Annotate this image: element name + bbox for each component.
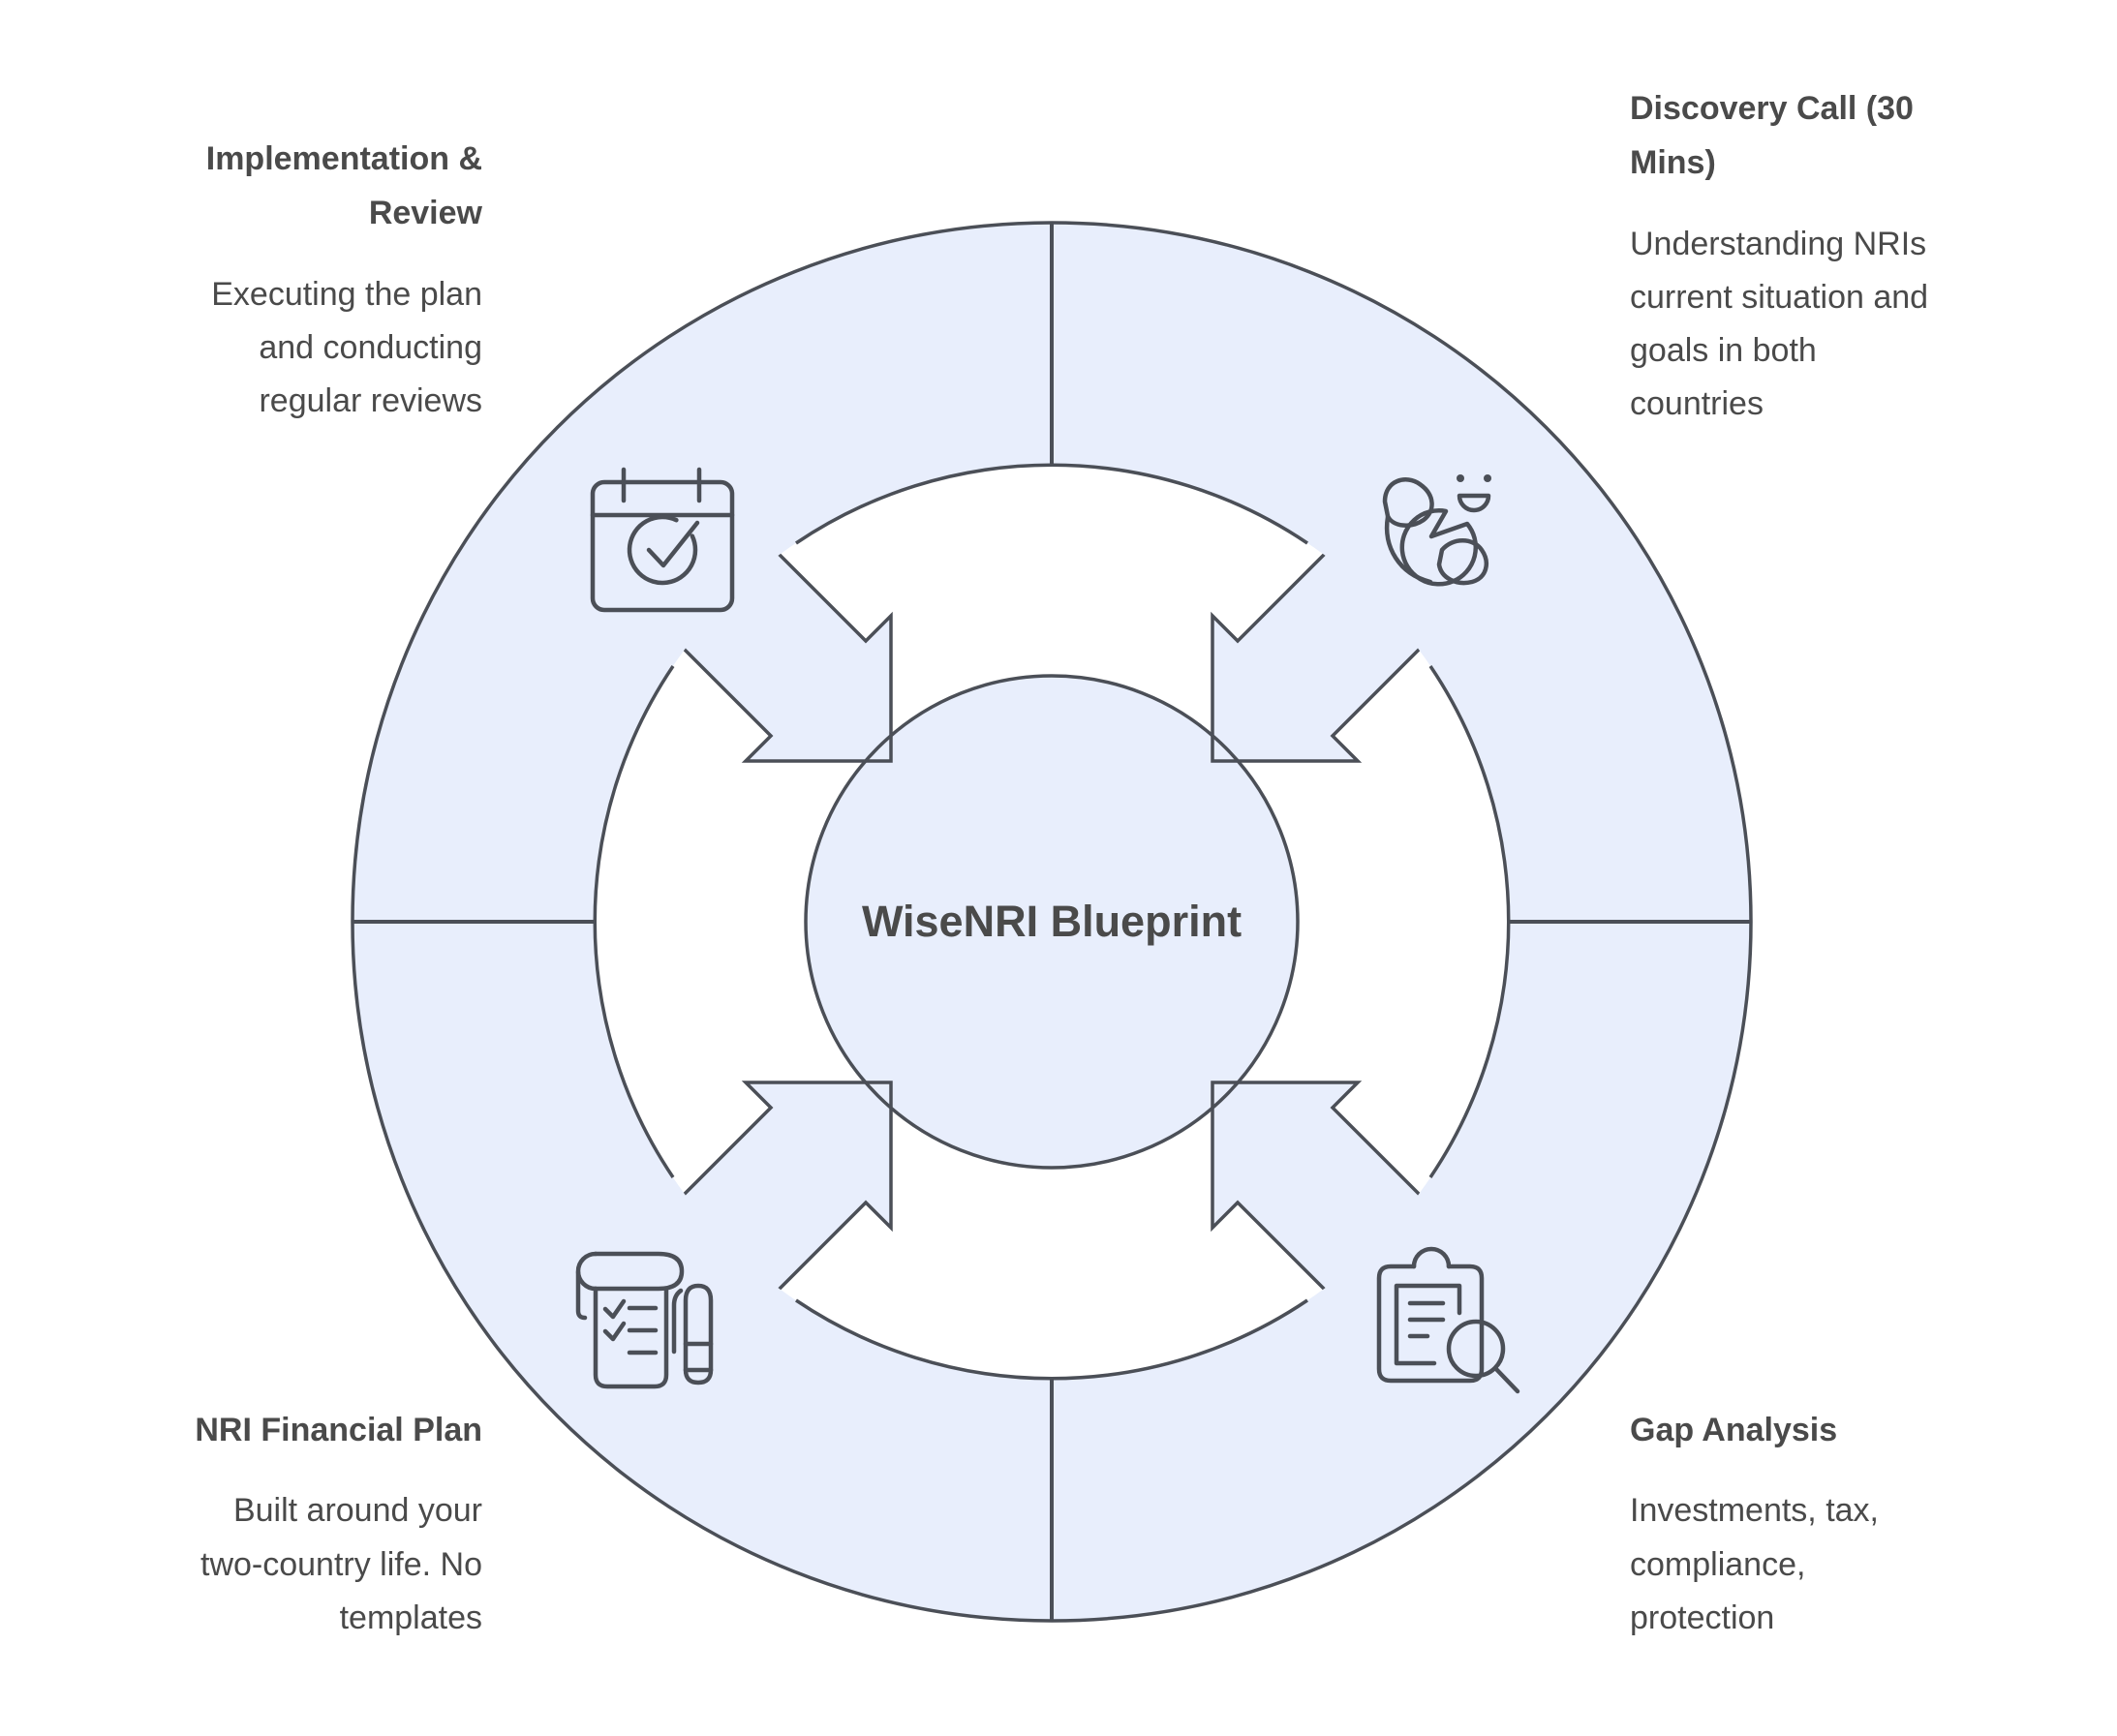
band-arc-top bbox=[795, 463, 1308, 545]
outer-ring bbox=[353, 223, 1751, 1621]
step-label-nri-financial-plan: NRI Financial Plan Built around your two… bbox=[95, 1403, 482, 1645]
step-label-implementation-review: Implementation & Review Executing the pl… bbox=[95, 132, 482, 428]
step-title: Implementation & Review bbox=[205, 140, 482, 232]
step-label-gap-analysis: Gap Analysis Investments, tax, complianc… bbox=[1630, 1403, 2046, 1645]
step-label-discovery-call: Discovery Call (30 Mins) Understanding N… bbox=[1630, 81, 2056, 431]
clipboard-search-icon bbox=[1376, 1246, 1520, 1394]
step-description: Understanding NRIs current situation and… bbox=[1630, 225, 1929, 423]
phone-chat-icon bbox=[1382, 474, 1491, 587]
step-description: Executing the plan and conducting regula… bbox=[211, 275, 482, 420]
step-description: Built around your two-country life. No t… bbox=[200, 1492, 482, 1636]
center-circle-outline bbox=[804, 674, 1300, 1170]
center-label: WiseNRI Blueprint bbox=[861, 897, 1243, 946]
step-title: NRI Financial Plan bbox=[195, 1412, 482, 1448]
band-arc-left bbox=[593, 665, 675, 1178]
step-title: Gap Analysis bbox=[1630, 1412, 1838, 1448]
step-title: Discovery Call (30 Mins) bbox=[1630, 90, 1914, 182]
step-description: Investments, tax, compliance, protection bbox=[1630, 1492, 1879, 1636]
scroll-checklist-pen-icon bbox=[575, 1251, 714, 1389]
band-arc-right bbox=[1428, 665, 1511, 1178]
band-arc-bottom bbox=[795, 1298, 1308, 1381]
calendar-check-icon bbox=[590, 467, 735, 613]
